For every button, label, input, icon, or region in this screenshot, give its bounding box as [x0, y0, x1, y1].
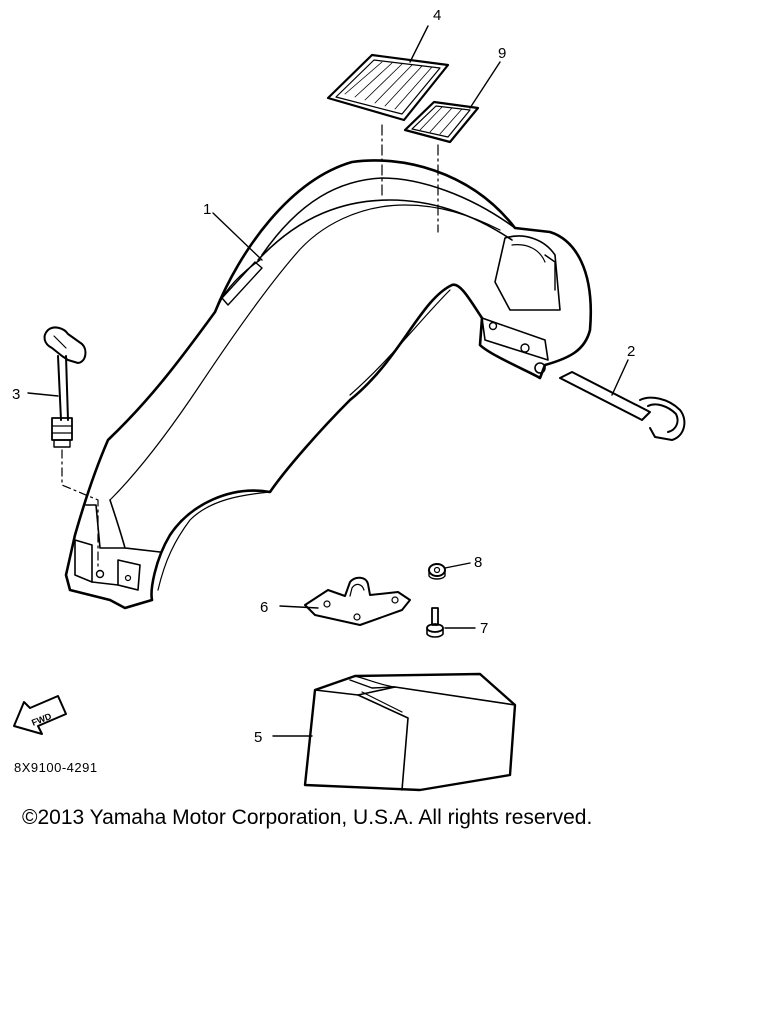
callout-9: 9 [498, 45, 506, 62]
box-pad [303, 672, 517, 792]
small-bolt [426, 607, 444, 638]
callout-1: 1 [203, 201, 211, 218]
wing-bolt [43, 326, 99, 569]
rear-fender [64, 159, 593, 610]
callout-4: 4 [433, 7, 441, 24]
nut [428, 563, 446, 580]
callout-7: 7 [480, 620, 488, 637]
callout-2: 2 [627, 343, 635, 360]
l-rod [559, 371, 686, 441]
decal-small [403, 100, 480, 144]
callout-6: 6 [260, 599, 268, 616]
decal-large [326, 53, 450, 122]
callout-8: 8 [474, 554, 482, 571]
leader-lines [27, 25, 629, 737]
diagram-code: 8X9100-4291 [14, 760, 98, 775]
callout-3: 3 [12, 386, 20, 403]
copyright-notice: ©2013 Yamaha Motor Corporation, U.S.A. A… [22, 806, 593, 829]
callout-5: 5 [254, 729, 262, 746]
fwd-arrow-icon: FWD [13, 695, 67, 735]
bracket-plate [304, 576, 411, 626]
